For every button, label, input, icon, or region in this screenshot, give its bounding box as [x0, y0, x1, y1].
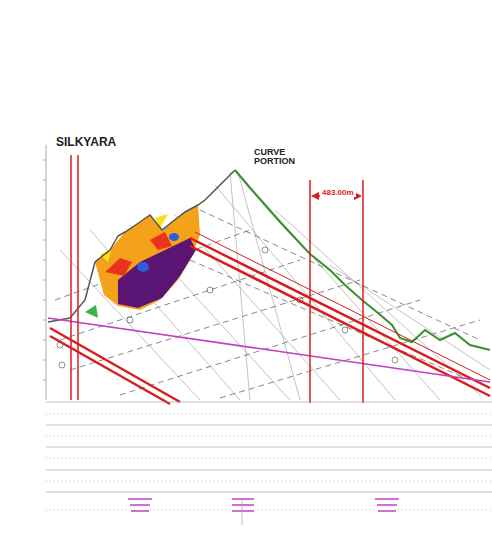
portion-label: CURVE PORTION: [254, 148, 298, 167]
tunnel-alignment: [50, 232, 490, 404]
dimension-label: 483.00m: [320, 189, 356, 197]
chainage-markers: [71, 155, 363, 403]
pink-line: [48, 318, 490, 382]
data-table: [46, 402, 492, 525]
dip-lines: [55, 210, 480, 398]
place-name: SILKYARA: [56, 136, 116, 149]
table-notes: [128, 498, 399, 512]
axis: [43, 145, 46, 400]
bedding-lines: [60, 172, 490, 400]
resistivity-zone: [85, 205, 200, 318]
